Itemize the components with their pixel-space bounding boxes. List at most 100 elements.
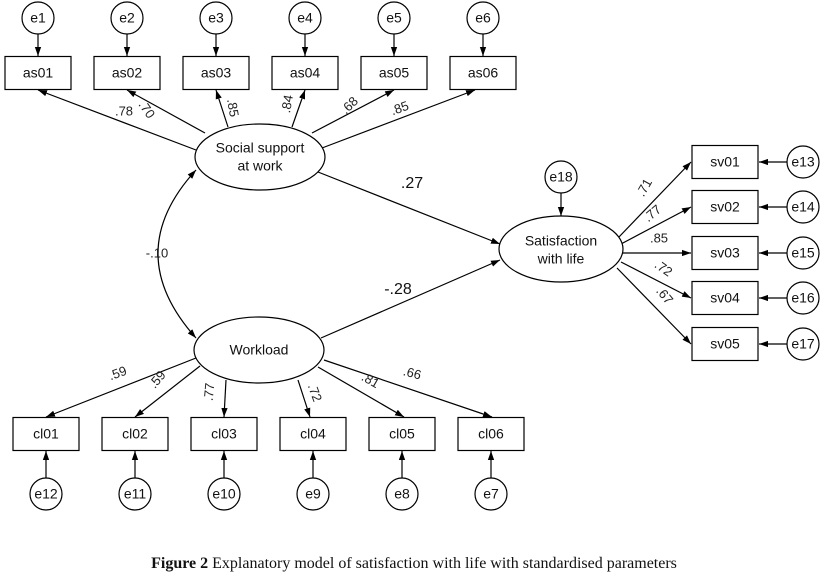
indicator-sv02-box bbox=[691, 189, 759, 225]
indicator-sv05-label: sv05 bbox=[710, 336, 740, 352]
error-e13-circle bbox=[786, 145, 820, 179]
error-e1-circle bbox=[21, 1, 55, 35]
loading-sv03: .85 bbox=[650, 230, 668, 245]
error-e14-circle bbox=[786, 190, 820, 224]
indicator-sv01-label: sv01 bbox=[710, 154, 740, 170]
path-social-to-satisfaction bbox=[317, 171, 501, 245]
indicator-sv04-box bbox=[691, 280, 759, 316]
error-e15-circle bbox=[786, 236, 820, 270]
indicator-cl03-label: cl03 bbox=[211, 426, 237, 442]
indicator-cl02-label: cl02 bbox=[122, 426, 148, 442]
error-e17-circle bbox=[786, 327, 820, 361]
coefficient-workload-to-satisfaction: -.28 bbox=[384, 281, 412, 298]
loading-as04: .84 bbox=[278, 94, 296, 114]
indicator-cl02-box bbox=[101, 416, 169, 452]
error-e8-label: e8 bbox=[394, 486, 410, 502]
error-e1-label: e1 bbox=[30, 10, 46, 26]
indicator-cl05-label: cl05 bbox=[389, 426, 415, 442]
loading-arrow-cl01 bbox=[45, 357, 197, 418]
indicator-as03-label: as03 bbox=[201, 65, 232, 81]
error-e18-circle bbox=[544, 160, 578, 194]
error-e17-label: e17 bbox=[791, 336, 815, 352]
loading-arrow-cl04 bbox=[297, 379, 311, 418]
latent-social-support-line2: at work bbox=[237, 158, 283, 174]
indicator-as01-label: as01 bbox=[23, 65, 54, 81]
loading-sv04: .72 bbox=[652, 257, 675, 280]
indicator-cl06-label: cl06 bbox=[478, 426, 504, 442]
indicator-sv03-label: sv03 bbox=[710, 245, 740, 261]
loading-arrow-sv01 bbox=[617, 161, 692, 239]
latent-social-support-ellipse bbox=[194, 123, 326, 191]
indicator-as06-label: as06 bbox=[468, 65, 499, 81]
indicator-sv02-label: sv02 bbox=[710, 199, 740, 215]
error-e10-label: e10 bbox=[212, 486, 236, 502]
indicator-sv01-box bbox=[691, 144, 759, 180]
covariance-social-workload bbox=[157, 169, 197, 339]
loading-cl04: .72 bbox=[305, 382, 325, 404]
error-e2-circle bbox=[110, 1, 144, 35]
coefficient-social-to-satisfaction: .27 bbox=[401, 175, 423, 192]
indicator-cl05-box bbox=[368, 416, 436, 452]
error-e10-circle bbox=[207, 477, 241, 511]
loading-cl05: .81 bbox=[359, 369, 382, 391]
error-e16-label: e16 bbox=[791, 290, 815, 306]
error-e13-label: e13 bbox=[791, 154, 815, 170]
loading-cl06: .66 bbox=[402, 363, 423, 382]
loading-arrow-cl02 bbox=[134, 365, 201, 418]
indicator-as02-label: as02 bbox=[112, 65, 143, 81]
indicator-cl01-label: cl01 bbox=[33, 426, 59, 442]
latent-social-support-line1: Social support bbox=[216, 140, 305, 156]
loading-sv05: .67 bbox=[653, 284, 676, 307]
indicator-as04-label: as04 bbox=[290, 65, 321, 81]
latent-workload-ellipse bbox=[193, 316, 325, 384]
indicator-as04-box bbox=[271, 55, 339, 91]
error-e12-circle bbox=[29, 477, 63, 511]
error-e9-label: e9 bbox=[305, 486, 321, 502]
error-e16-circle bbox=[786, 281, 820, 315]
error-e18-label: e18 bbox=[549, 169, 573, 185]
error-e5-circle bbox=[377, 1, 411, 35]
indicator-sv04-label: sv04 bbox=[710, 290, 740, 306]
latent-workload-label: Workload bbox=[230, 342, 289, 358]
figure-caption-text: Explanatory model of satisfaction with l… bbox=[208, 555, 677, 572]
indicator-cl06-box bbox=[457, 416, 525, 452]
error-e9-circle bbox=[296, 477, 330, 511]
loading-cl01: .59 bbox=[107, 363, 129, 383]
error-e5-label: e5 bbox=[386, 10, 402, 26]
loading-as01: .78 bbox=[115, 103, 133, 118]
indicator-sv05-box bbox=[691, 326, 759, 362]
loading-arrow-as03 bbox=[215, 89, 229, 128]
indicator-as01-box bbox=[4, 55, 72, 91]
error-e7-label: e7 bbox=[483, 486, 499, 502]
loading-arrow-sv05 bbox=[616, 267, 692, 345]
indicator-as06-box bbox=[449, 55, 517, 91]
error-e4-label: e4 bbox=[297, 10, 313, 26]
latent-satisfaction-ellipse bbox=[498, 215, 624, 283]
indicator-cl04-box bbox=[279, 416, 347, 452]
loading-arrow-as04 bbox=[291, 89, 306, 128]
indicator-cl03-box bbox=[190, 416, 258, 452]
figure-label: Figure 2 bbox=[151, 555, 209, 572]
error-e12-label: e12 bbox=[34, 486, 58, 502]
error-e6-circle bbox=[466, 1, 500, 35]
path-workload-to-satisfaction bbox=[320, 259, 501, 339]
error-e15-label: e15 bbox=[791, 245, 815, 261]
figure-caption: Figure 2 Explanatory model of satisfacti… bbox=[0, 555, 828, 573]
error-e3-label: e3 bbox=[208, 10, 224, 26]
error-e2-label: e2 bbox=[119, 10, 135, 26]
indicator-as03-box bbox=[182, 55, 250, 91]
error-e3-circle bbox=[199, 1, 233, 35]
error-e8-circle bbox=[385, 477, 419, 511]
loading-cl02: .59 bbox=[146, 368, 169, 391]
latent-satisfaction-line2: with life bbox=[537, 251, 585, 267]
loading-arrow-sv02 bbox=[620, 206, 692, 245]
loading-as03: .85 bbox=[224, 98, 242, 118]
loading-arrow-as01 bbox=[37, 89, 197, 151]
error-e11-label: e11 bbox=[124, 486, 147, 502]
error-e11-circle bbox=[118, 477, 152, 511]
indicator-cl01-box bbox=[12, 416, 80, 452]
indicator-sv03-box bbox=[691, 235, 759, 271]
loading-as06: .85 bbox=[389, 98, 411, 118]
latent-satisfaction-line1: Satisfaction bbox=[525, 233, 597, 249]
